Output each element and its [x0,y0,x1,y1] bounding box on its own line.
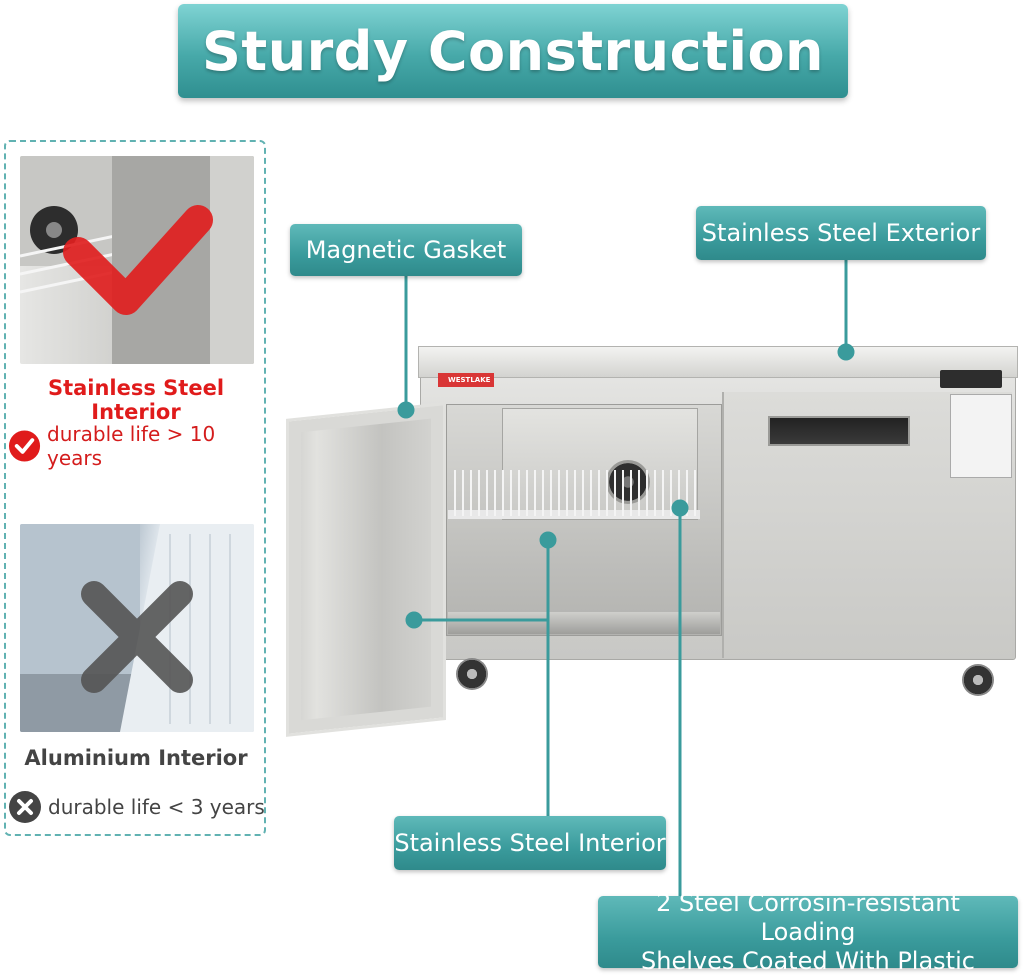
bad-life-row: durable life < 3 years [8,790,270,824]
aluminium-interior-illustration [20,524,254,732]
aluminium-interior-label: Aluminium Interior [24,746,248,770]
brand-logo: WESTLAKE [438,373,494,387]
worktop [418,346,1018,378]
stainless-interior-label: Stainless Steel Interior [47,376,225,424]
comparison-panel [4,140,266,836]
caster-left [456,658,496,708]
check-icon [8,430,41,462]
caster-wheel-icon [962,664,994,696]
page-title: Sturdy Construction [201,19,824,83]
check-mark-overlay [63,205,213,315]
title-banner: Sturdy Construction [178,4,848,98]
stainless-interior-illustration [20,156,254,364]
callout-stainless-interior: Stainless Steel Interior [394,816,666,870]
good-life-row: durable life > 10 years [8,422,270,470]
callout-shelves-line2: Shelves Coated With Plastic [641,946,975,975]
aluminium-interior-photo [20,524,254,732]
bad-life-text: durable life < 3 years [48,795,265,819]
spec-sticker [950,394,1012,478]
wire-shelf [448,470,700,519]
caster-wheel-icon [456,658,488,690]
x-mark-overlay [81,581,193,693]
temperature-controller [940,370,1002,388]
stainless-interior-photo [20,156,254,364]
callout-shelves-line1: 2 Steel Corrosin-resistant Loading [656,888,960,946]
callout-stainless-exterior: Stainless Steel Exterior [696,206,986,260]
callout-magnetic-gasket: Magnetic Gasket [290,224,522,276]
door-handle [768,416,910,446]
callout-stainless-exterior-text: Stainless Steel Exterior [701,218,981,247]
callout-stainless-interior-text: Stainless Steel Interior [394,828,666,857]
caster-right [962,664,1002,714]
cabinet-floor [448,612,720,634]
callout-shelves: 2 Steel Corrosin-resistant Loading Shelv… [598,889,1018,975]
x-icon [9,791,41,823]
callout-magnetic-gasket-text: Magnetic Gasket [305,235,507,264]
good-life-text: durable life > 10 years [47,422,216,470]
